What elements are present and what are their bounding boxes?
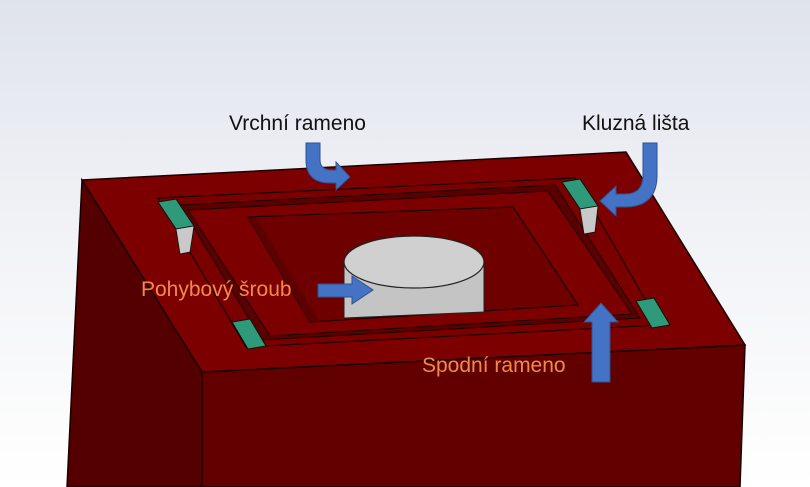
slide-rail xyxy=(635,297,671,329)
bottom-arm-arrow xyxy=(582,302,620,383)
label-top-arm: Vrchní rameno xyxy=(229,112,366,135)
slide-rail-arrow xyxy=(599,142,658,218)
slide-rail xyxy=(175,225,195,255)
screw-arrow xyxy=(317,275,374,305)
screw-top xyxy=(343,235,485,289)
callout-arrows xyxy=(305,142,658,383)
recess-left-wall xyxy=(248,217,320,322)
label-slide-rail: Kluzná lišta xyxy=(582,112,690,135)
top-arm-arrow xyxy=(305,142,351,192)
slide-rail xyxy=(579,205,599,235)
screw-cylinder xyxy=(343,235,485,319)
label-bottom-arm: Spodní rameno xyxy=(422,354,566,377)
slide-rails xyxy=(157,178,671,350)
slide-rail xyxy=(231,318,267,350)
label-screw: Pohybový šroub xyxy=(141,278,292,301)
